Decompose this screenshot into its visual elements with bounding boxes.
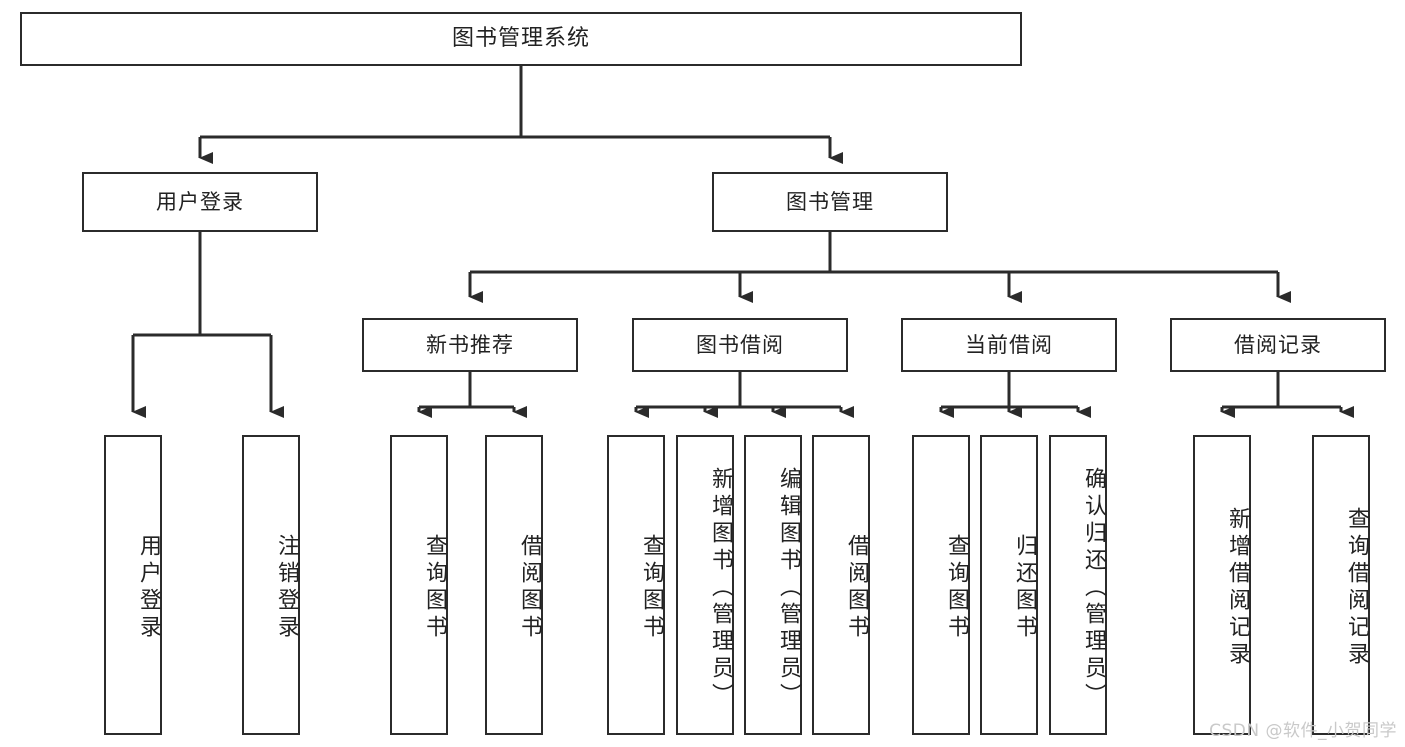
node-book-manage[interactable]: 图书管理 (712, 172, 948, 232)
node-leaf-query-book-2[interactable]: 查询图书 (607, 435, 665, 735)
node-current-borrow[interactable]: 当前借阅 (901, 318, 1117, 372)
leaf-label: 确认归还（管理员） (1081, 466, 1106, 710)
leaf-label: 查询图书 (422, 534, 447, 642)
node-leaf-confirm-return[interactable]: 确认归还（管理员） (1049, 435, 1107, 735)
node-leaf-borrow-book-1[interactable]: 借阅图书 (485, 435, 543, 735)
node-leaf-return-book[interactable]: 归还图书 (980, 435, 1038, 735)
node-book-borrow[interactable]: 图书借阅 (632, 318, 848, 372)
leaf-label: 新增借阅记录 (1225, 507, 1250, 669)
node-borrow-record[interactable]: 借阅记录 (1170, 318, 1386, 372)
leaf-label: 归还图书 (1012, 534, 1037, 642)
node-new-book-recommend[interactable]: 新书推荐 (362, 318, 578, 372)
leaf-label: 查询图书 (944, 534, 969, 642)
node-leaf-add-book[interactable]: 新增图书（管理员） (676, 435, 734, 735)
node-leaf-borrow-book-2[interactable]: 借阅图书 (812, 435, 870, 735)
node-leaf-user-login[interactable]: 用户登录 (104, 435, 162, 735)
leaf-label: 借阅图书 (844, 534, 869, 642)
leaf-label: 查询借阅记录 (1344, 507, 1369, 669)
leaf-label: 借阅图书 (517, 534, 542, 642)
leaf-label: 查询图书 (639, 534, 664, 642)
node-leaf-user-logout[interactable]: 注销登录 (242, 435, 300, 735)
node-root[interactable]: 图书管理系统 (20, 12, 1022, 66)
node-leaf-query-book-3[interactable]: 查询图书 (912, 435, 970, 735)
node-leaf-edit-book[interactable]: 编辑图书（管理员） (744, 435, 802, 735)
node-leaf-add-record[interactable]: 新增借阅记录 (1193, 435, 1251, 735)
node-user-login[interactable]: 用户登录 (82, 172, 318, 232)
leaf-label: 编辑图书（管理员） (776, 466, 801, 710)
leaf-label: 用户登录 (136, 534, 161, 642)
leaf-label: 新增图书（管理员） (708, 466, 733, 710)
node-leaf-query-book-1[interactable]: 查询图书 (390, 435, 448, 735)
leaf-label: 注销登录 (274, 534, 299, 642)
node-leaf-query-record[interactable]: 查询借阅记录 (1312, 435, 1370, 735)
